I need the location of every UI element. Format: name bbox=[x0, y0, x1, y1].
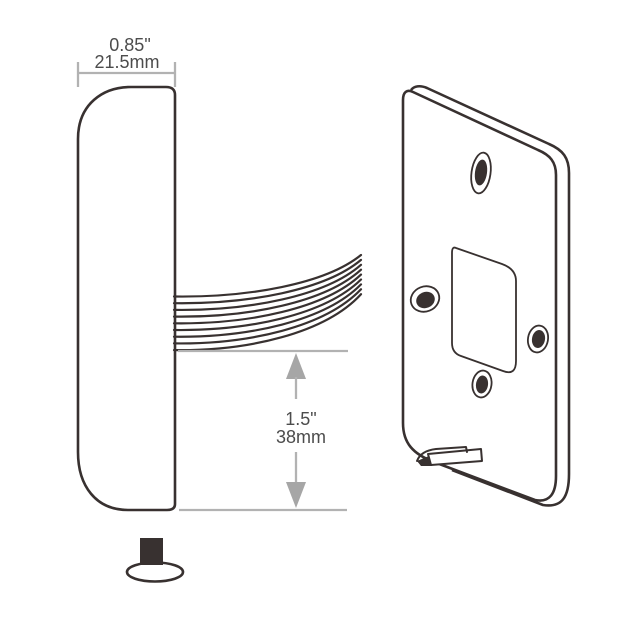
width-dimension: 0.85" 21.5mm bbox=[76, 35, 177, 87]
screw-hole bbox=[531, 330, 546, 348]
screw-hole bbox=[475, 375, 489, 394]
height-mm-label: 38mm bbox=[276, 427, 326, 447]
arrow-down-icon bbox=[286, 482, 306, 508]
wire-strand bbox=[172, 263, 363, 312]
screw-shaft bbox=[140, 538, 163, 565]
wire-slot-hole bbox=[474, 159, 488, 186]
wire-strand bbox=[172, 253, 363, 298]
latch-tab-shadow bbox=[417, 456, 432, 466]
screw-hole-left bbox=[409, 285, 441, 313]
device-side-view bbox=[76, 85, 363, 583]
latch-tab bbox=[416, 446, 483, 466]
height-inches-label: 1.5" bbox=[285, 409, 316, 429]
wire-strand bbox=[172, 293, 363, 352]
wire-strand bbox=[172, 268, 363, 318]
wire-slot-top bbox=[470, 151, 492, 195]
wire-strand bbox=[172, 288, 363, 345]
wire-ribbon bbox=[172, 253, 363, 352]
height-dimension: 1.5" 38mm bbox=[178, 349, 348, 512]
wire-strand bbox=[172, 283, 363, 338]
wire-strand bbox=[172, 273, 363, 325]
screw-hole bbox=[416, 291, 435, 309]
latch-tab-lip bbox=[416, 446, 468, 462]
screw-hole-right bbox=[526, 324, 550, 354]
mounting-screw bbox=[125, 538, 185, 583]
device-profile-outline bbox=[76, 85, 177, 512]
screw-hole-bottom bbox=[471, 369, 493, 399]
width-mm-label: 21.5mm bbox=[94, 52, 159, 72]
back-plate-view bbox=[401, 84, 571, 507]
arrow-up-icon bbox=[286, 353, 306, 379]
wire-strand bbox=[172, 258, 363, 305]
wire-strand bbox=[172, 278, 363, 332]
screw-head bbox=[125, 561, 185, 583]
width-inches-label: 0.85" bbox=[109, 35, 150, 55]
mounting-opening bbox=[451, 246, 517, 374]
